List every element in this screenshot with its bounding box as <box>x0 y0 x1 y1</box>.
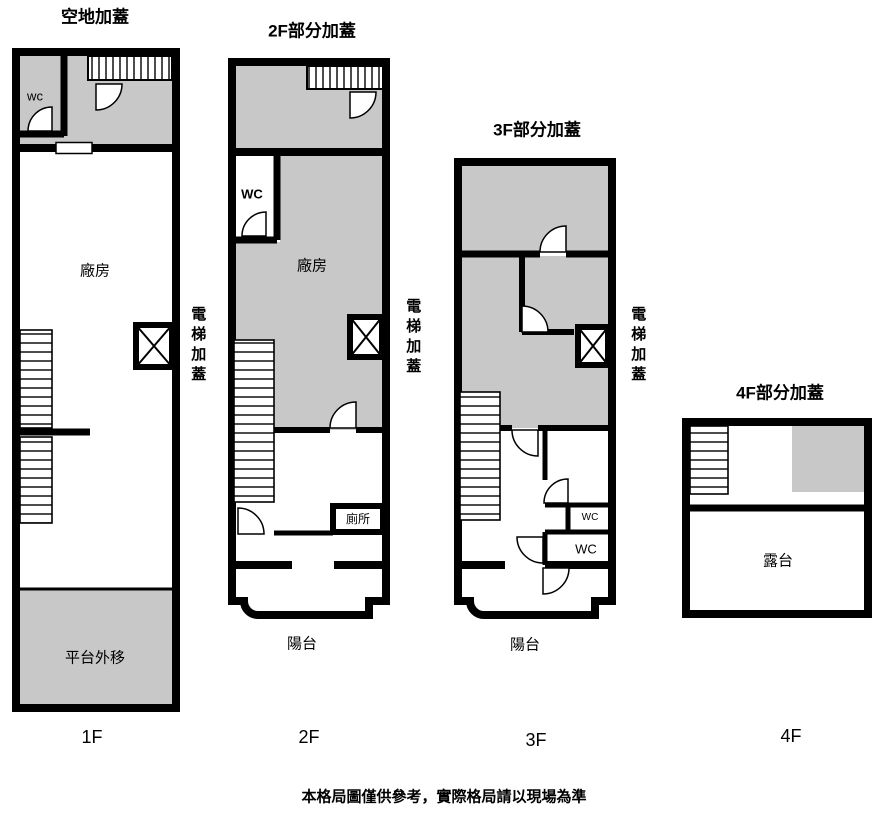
door-swing <box>511 429 539 457</box>
room-label-factory-1f: 廠房 <box>79 262 111 280</box>
room-label-toilet-2f: 廁所 <box>345 512 371 526</box>
elevator-label-3f: 電梯加蓋 <box>629 306 647 386</box>
shaded-roof-area <box>792 426 864 492</box>
door-swing <box>241 211 267 237</box>
floor3-title: 3F部分加蓋 <box>493 120 581 140</box>
elevator-cross <box>577 326 609 366</box>
hatched-canopy <box>87 55 173 81</box>
room-label-platform-1f: 平台外移 <box>64 649 126 667</box>
shaded-platform-area <box>20 589 172 704</box>
elevator-label-2f: 電梯加蓋 <box>404 298 422 378</box>
door-swing <box>539 225 567 253</box>
shaded-factory-area <box>236 152 382 430</box>
floorplan-2f <box>228 58 390 619</box>
elevator-cross <box>135 324 173 368</box>
sliding-door <box>55 141 93 155</box>
floor2-title: 2F部分加蓋 <box>268 21 356 41</box>
door-swing <box>237 507 265 535</box>
floorplan-1f <box>12 48 180 712</box>
floorplan-4f <box>682 418 872 618</box>
elevator-label-1f: 電梯加蓋 <box>189 306 207 386</box>
room-label-wc-2f: WC <box>241 186 263 202</box>
room-label-balcony-2f: 陽台 <box>286 635 318 653</box>
room-label-balcony-3f: 陽台 <box>509 636 541 654</box>
elevator-cross <box>349 316 383 358</box>
stairs <box>689 425 729 495</box>
floor1-title: 空地加蓋 <box>61 7 129 27</box>
stairs <box>459 391 501 521</box>
shaded-roof-area <box>462 166 608 252</box>
disclaimer-text: 本格局圖僅供參考，實際格局請以現場為準 <box>301 788 587 806</box>
door-swing <box>329 401 357 429</box>
door-swing <box>349 91 377 119</box>
floorplan-3f <box>454 158 616 619</box>
floor3-label: 3F <box>525 730 547 750</box>
room-label-factory-2f: 廠房 <box>296 257 328 275</box>
shaded-middle-area <box>462 256 608 428</box>
door-swing <box>95 83 123 111</box>
room-label-wc-1f: wc <box>27 88 43 104</box>
door-swing <box>521 305 549 333</box>
door-swing <box>542 567 570 595</box>
floor1-label: 1F <box>81 727 103 747</box>
stairs <box>19 329 53 429</box>
toilet-room <box>330 503 386 535</box>
floor4-label: 4F <box>780 726 802 746</box>
floor4-title: 4F部分加蓋 <box>736 383 824 403</box>
room-label-terrace-4f: 露台 <box>762 552 794 570</box>
floor2-label: 2F <box>298 727 320 747</box>
stairs <box>19 436 53 524</box>
room-label-wc-upper-3f: WC <box>581 512 599 523</box>
room-label-wc-lower-3f: WC <box>575 541 597 557</box>
door-swing <box>543 478 569 504</box>
hatched-canopy <box>306 65 384 90</box>
stairs <box>233 339 275 503</box>
door-swing <box>516 536 544 564</box>
door-swing <box>27 106 53 132</box>
